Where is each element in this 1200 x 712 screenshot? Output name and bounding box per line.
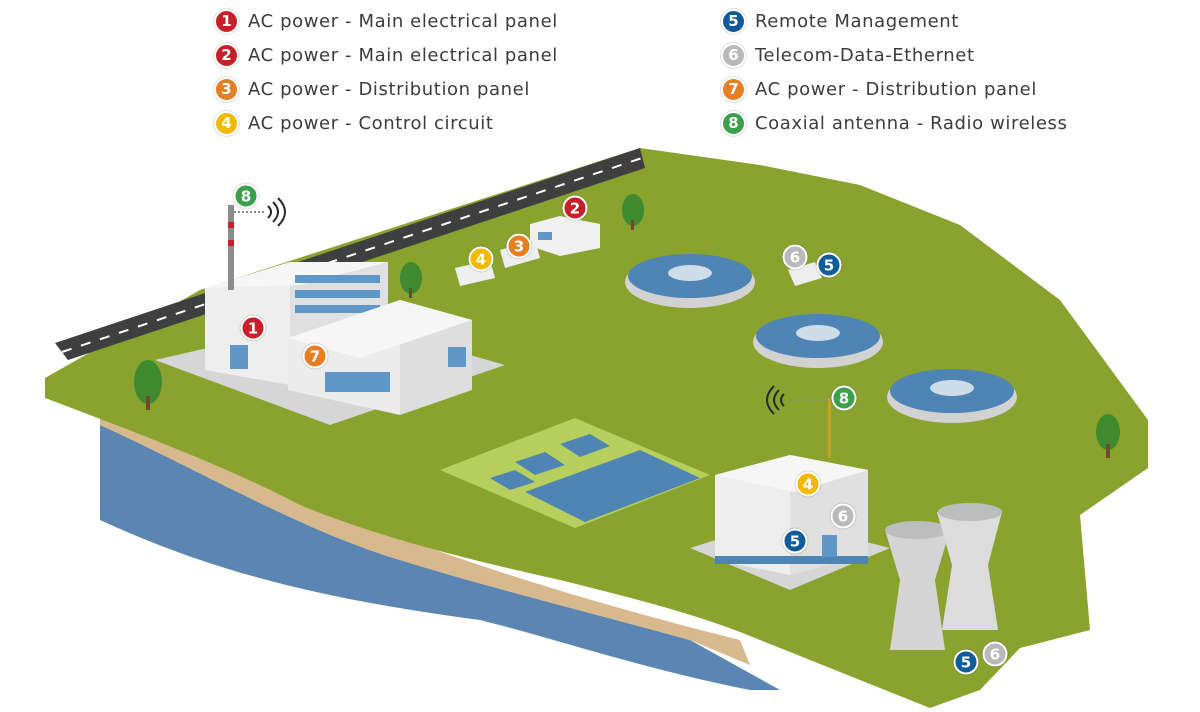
cooling-tower-1 bbox=[885, 521, 950, 650]
legend-badge: 1 bbox=[214, 8, 239, 34]
marker-5-remote: 5 bbox=[816, 252, 842, 278]
marker-3-distribution-box: 3 bbox=[506, 233, 532, 259]
tree bbox=[400, 262, 422, 298]
legend-item-1: 1 AC power - Main electrical panel bbox=[214, 4, 558, 38]
wifi-signal-icon bbox=[766, 385, 785, 415]
legend-badge: 4 bbox=[214, 110, 239, 136]
marker-6-pump-building: 6 bbox=[830, 503, 856, 529]
road bbox=[55, 148, 645, 360]
legend-column-2: 5 Remote Management 6 Telecom-Data-Ether… bbox=[721, 4, 1068, 140]
pump-building-stripe bbox=[715, 556, 868, 564]
marker-4-pump-building: 4 bbox=[795, 471, 821, 497]
legend-item-3: 3 AC power - Distribution panel bbox=[214, 72, 558, 106]
marker-6-telecom: 6 bbox=[782, 244, 808, 270]
legend-label: AC power - Distribution panel bbox=[248, 78, 530, 100]
clarifier-tank-3 bbox=[887, 369, 1017, 423]
basins-small bbox=[490, 434, 610, 490]
legend-item-7: 7 AC power - Distribution panel bbox=[721, 72, 1068, 106]
annex-windows bbox=[325, 347, 466, 392]
legend-label: AC power - Main electrical panel bbox=[248, 10, 558, 32]
pump-building-door bbox=[822, 535, 837, 557]
legend-label: AC power - Distribution panel bbox=[755, 78, 1037, 100]
marker-6-cooling-towers: 6 bbox=[982, 641, 1008, 667]
legend-item-8: 8 Coaxial antenna - Radio wireless bbox=[721, 106, 1068, 140]
legend-badge: 2 bbox=[214, 42, 239, 68]
clarifier-tank-2 bbox=[753, 314, 883, 368]
tree bbox=[134, 360, 162, 410]
small-building-windows bbox=[538, 232, 552, 240]
legend-label: AC power - Main electrical panel bbox=[248, 44, 558, 66]
small-building bbox=[530, 216, 600, 256]
legend-item-5: 5 Remote Management bbox=[721, 4, 1068, 38]
marker-7-annex: 7 bbox=[302, 343, 328, 369]
river-bank bbox=[100, 410, 750, 665]
river bbox=[100, 425, 780, 690]
antenna-stripes bbox=[228, 222, 234, 246]
tree bbox=[1096, 414, 1120, 458]
legend-badge: 5 bbox=[721, 8, 746, 34]
legend-label: Remote Management bbox=[755, 10, 959, 32]
marker-2-small-building: 2 bbox=[562, 195, 588, 221]
legend-badge: 6 bbox=[721, 42, 746, 68]
legend-item-6: 6 Telecom-Data-Ethernet bbox=[721, 38, 1068, 72]
antenna-mast bbox=[228, 205, 234, 290]
basin-platform bbox=[440, 418, 710, 528]
legend-item-2: 2 AC power - Main electrical panel bbox=[214, 38, 558, 72]
main-building-windows bbox=[230, 275, 380, 369]
marker-4-control-box: 4 bbox=[468, 246, 494, 272]
legend-label: Telecom-Data-Ethernet bbox=[755, 44, 975, 66]
legend-badge: 3 bbox=[214, 76, 239, 102]
pump-antenna bbox=[828, 398, 831, 458]
legend-label: AC power - Control circuit bbox=[248, 112, 494, 134]
marker-8-main-antenna: 8 bbox=[233, 183, 259, 209]
annex-roof bbox=[288, 300, 472, 358]
wifi-signal-icon bbox=[267, 197, 286, 227]
marker-1-main-building: 1 bbox=[240, 315, 266, 341]
marker-5-pump-building: 5 bbox=[782, 528, 808, 554]
legend-column-1: 1 AC power - Main electrical panel 2 AC … bbox=[214, 4, 558, 140]
road-markings bbox=[61, 157, 643, 353]
marker-5-cooling-towers: 5 bbox=[953, 649, 979, 675]
marker-8-pump-antenna: 8 bbox=[831, 385, 857, 411]
pump-building-roof bbox=[715, 455, 868, 492]
clarifier-tank-1 bbox=[625, 254, 755, 308]
legend-label: Coaxial antenna - Radio wireless bbox=[755, 112, 1068, 134]
cooling-tower-2 bbox=[937, 503, 1002, 630]
legend-item-4: 4 AC power - Control circuit bbox=[214, 106, 558, 140]
legend-badge: 7 bbox=[721, 76, 746, 102]
legend-badge: 8 bbox=[721, 110, 746, 136]
tree bbox=[622, 194, 644, 230]
basin-main bbox=[525, 450, 700, 522]
